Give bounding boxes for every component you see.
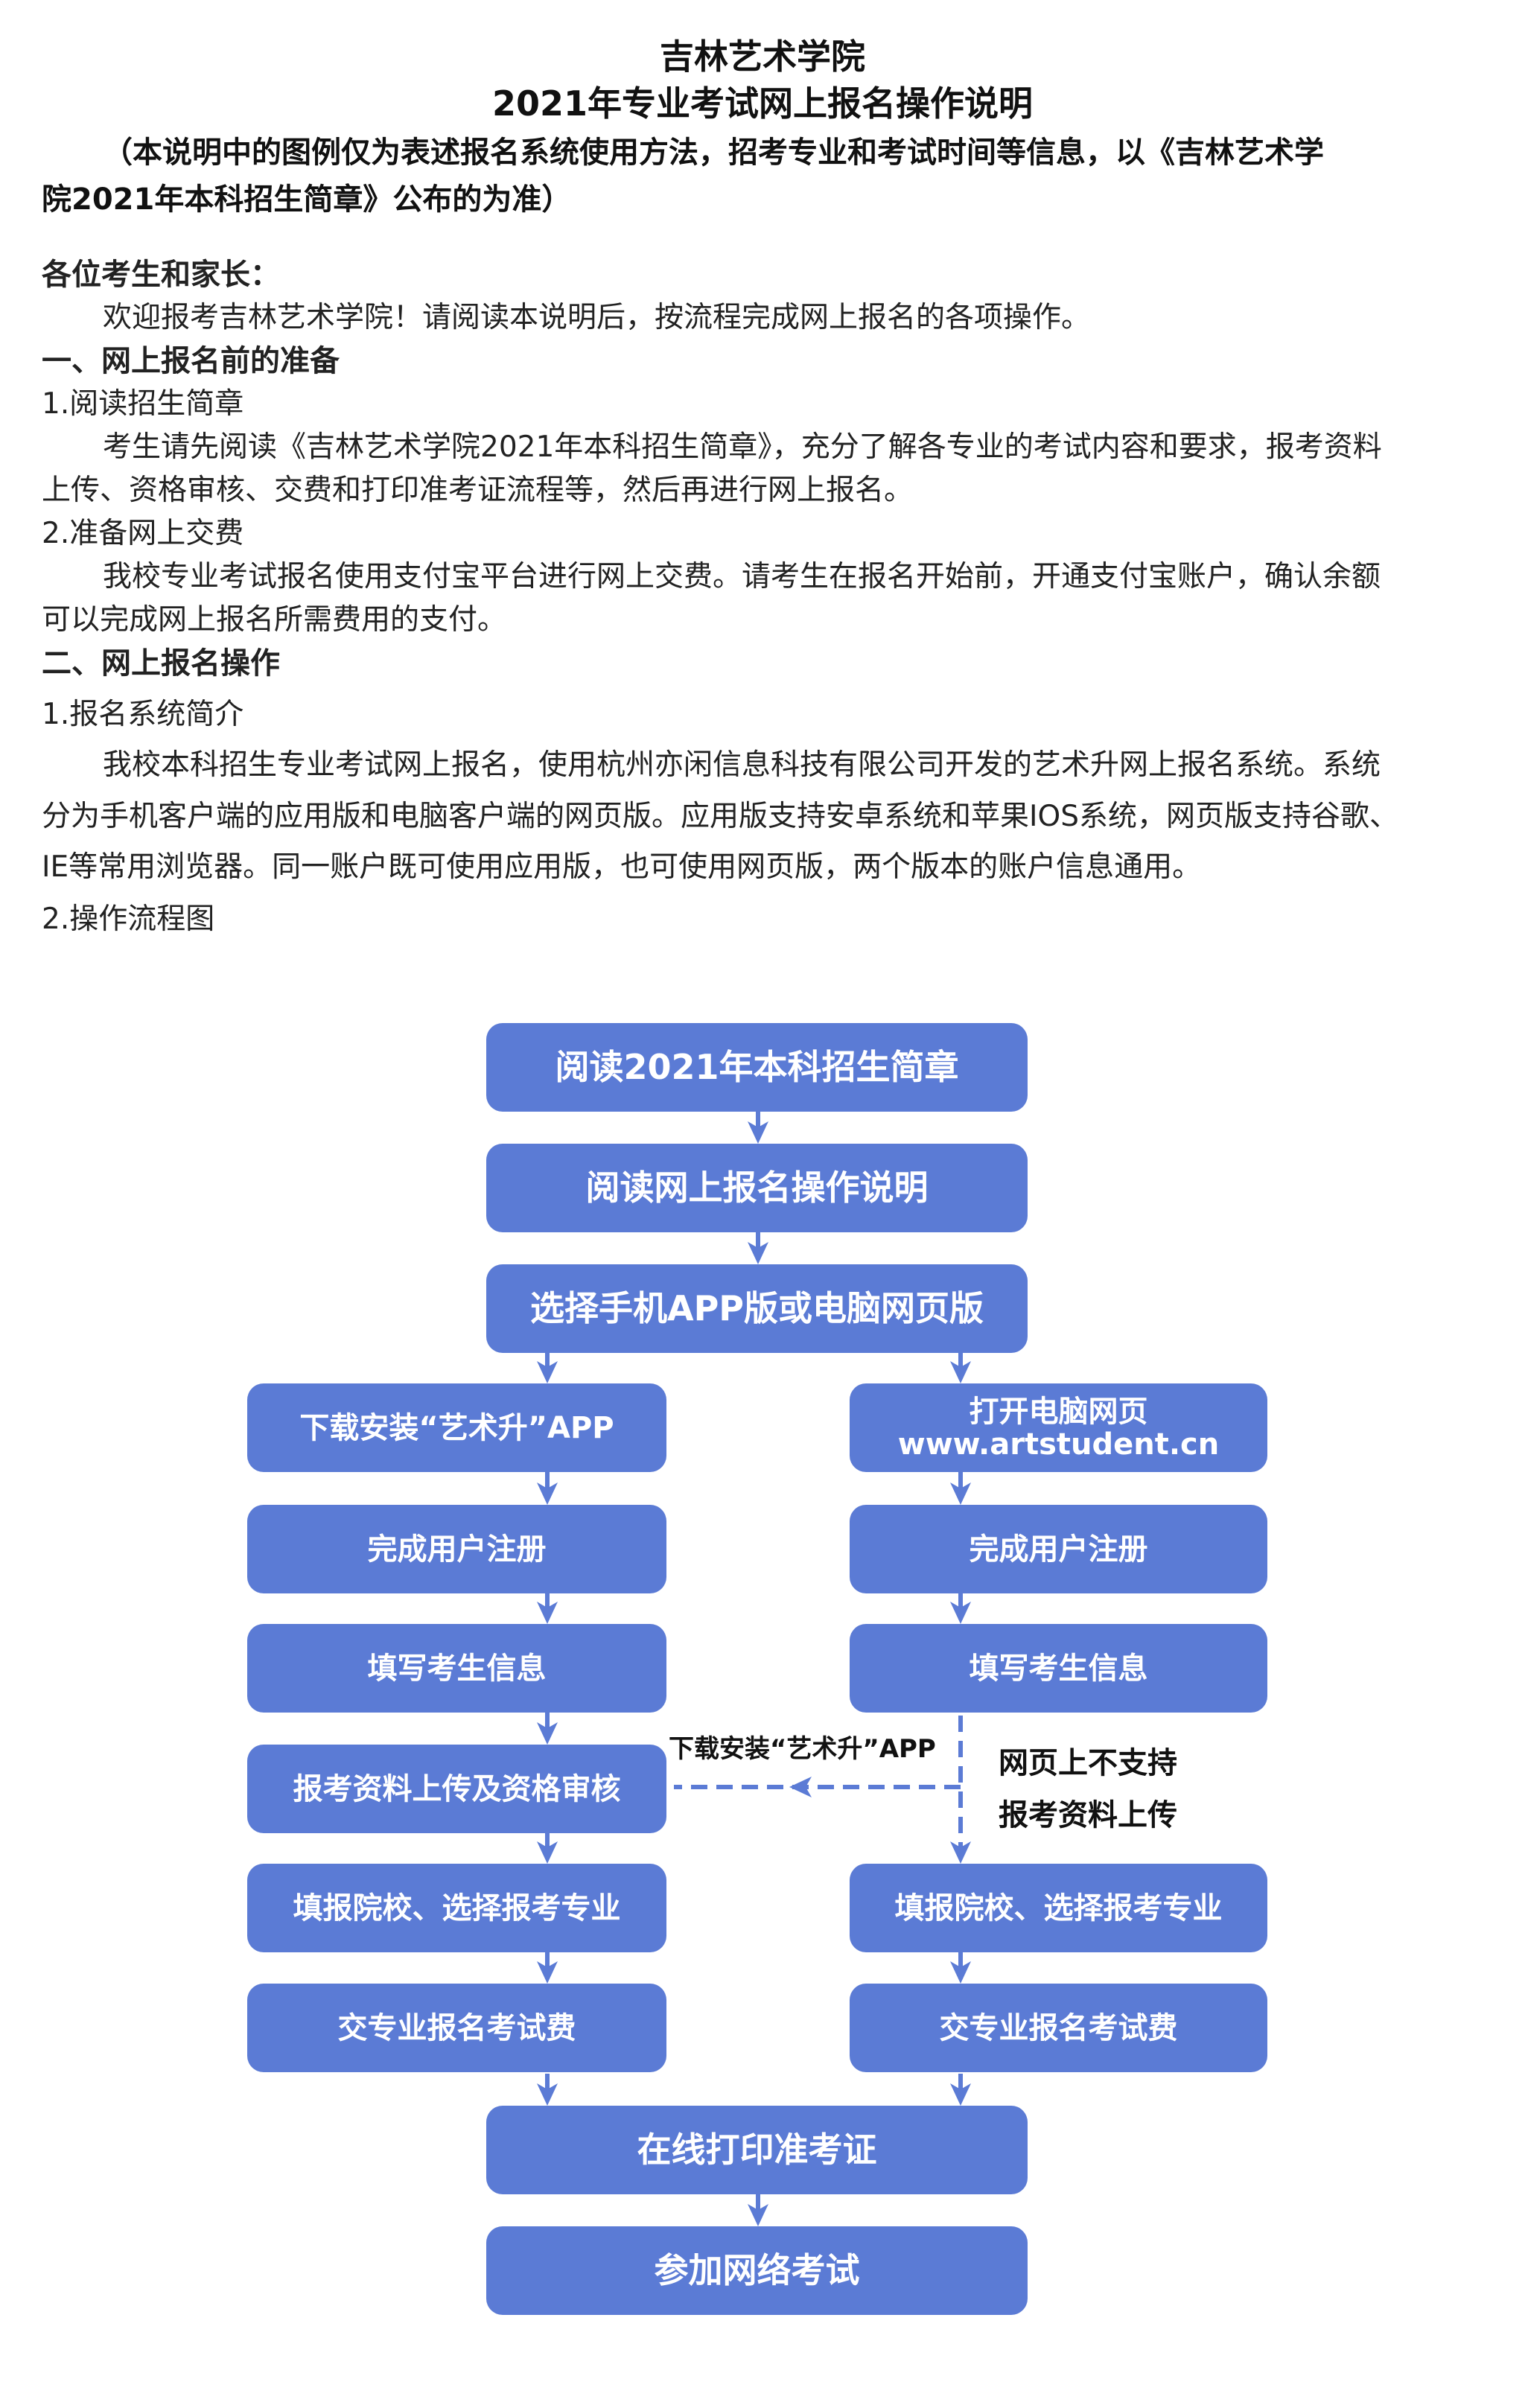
arrow-down-icon — [537, 1593, 558, 1624]
step-read-brochure: 阅读2021年本科招生简章 — [486, 1023, 1028, 1112]
app-step-download: 下载安装“艺术升”APP — [247, 1383, 666, 1472]
step-online-exam: 参加网络考试 — [486, 2226, 1028, 2315]
web-limitation-note-line1: 网页上不支持 — [999, 1746, 1177, 1780]
arrow-down-icon — [537, 2074, 558, 2106]
step-read-instructions: 阅读网上报名操作说明 — [486, 1144, 1028, 1232]
s1-item1-paragraph-1: 考生请先阅读《吉林艺术学院2021年本科招生简章》，充分了解各专业的考试内容和要… — [103, 430, 1382, 464]
arrow-down-icon — [950, 2074, 971, 2106]
s1-item2-heading: 2.准备网上交费 — [42, 517, 244, 550]
arrow-down-icon — [748, 1231, 768, 1264]
s2-item1-paragraph-3: IE等常用浏览器。同一账户既可使用应用版，也可使用网页版，两个版本的账户信息通用… — [42, 850, 1202, 884]
doc-title: 吉林艺术学院 — [660, 36, 865, 77]
section-1-heading: 一、网上报名前的准备 — [42, 344, 340, 378]
note-line-1: （本说明中的图例仅为表述报名系统使用方法，招考专业和考试时间等信息，以《吉林艺术… — [103, 136, 1324, 170]
welcome-text: 欢迎报考吉林艺术学院！请阅读本说明后，按流程完成网上报名的各项操作。 — [103, 301, 1091, 334]
arrow-down-icon — [950, 1593, 971, 1624]
dashed-arrow-label: 下载安装“艺术升”APP — [669, 1734, 936, 1764]
app-step-register: 完成用户注册 — [247, 1505, 666, 1593]
s2-item1-paragraph-1: 我校本科招生专业考试网上报名，使用杭州亦闲信息科技有限公司开发的艺术升网上报名系… — [103, 748, 1381, 782]
web-step-fill-info: 填写考生信息 — [850, 1624, 1267, 1713]
note-line-2: 院2021年本科招生简章》公布的为准） — [42, 182, 572, 217]
s2-item1-heading: 1.报名系统简介 — [42, 698, 244, 731]
app-step-fill-info: 填写考生信息 — [247, 1624, 666, 1713]
arrow-down-icon — [950, 1952, 971, 1984]
app-step-pay-fee: 交专业报名考试费 — [247, 1984, 666, 2072]
s1-item1-paragraph-2: 上传、资格审核、交费和打印准考证流程等，然后再进行网上报名。 — [42, 474, 914, 507]
dashed-arrow-down-icon — [950, 1716, 971, 1864]
arrow-down-icon — [950, 1471, 971, 1505]
app-step-upload-review: 报考资料上传及资格审核 — [247, 1745, 666, 1833]
web-step-pay-fee: 交专业报名考试费 — [850, 1984, 1267, 2072]
app-step-select-major: 填报院校、选择报考专业 — [247, 1864, 666, 1952]
arrow-down-icon — [950, 1351, 971, 1383]
s1-item2-paragraph-1: 我校专业考试报名使用支付宝平台进行网上交费。请考生在报名开始前，开通支付宝账户，… — [103, 560, 1381, 593]
s2-item1-paragraph-2: 分为手机客户端的应用版和电脑客户端的网页版。应用版支持安卓系统和苹果IOS系统，… — [42, 800, 1398, 833]
step-choose-version: 选择手机APP版或电脑网页版 — [486, 1264, 1028, 1353]
doc-subtitle: 2021年专业考试网上报名操作说明 — [491, 83, 1034, 124]
web-step-open-site: 打开电脑网页 www.artstudent.cn — [850, 1383, 1267, 1472]
arrow-down-icon — [537, 1952, 558, 1984]
arrow-down-icon — [537, 1351, 558, 1383]
arrow-down-icon — [748, 1112, 768, 1144]
step-print-ticket: 在线打印准考证 — [486, 2106, 1028, 2194]
arrow-down-icon — [537, 1833, 558, 1864]
arrow-down-icon — [537, 1713, 558, 1745]
arrow-down-icon — [748, 2193, 768, 2226]
web-step-select-major: 填报院校、选择报考专业 — [850, 1864, 1267, 1952]
section-2-heading: 二、网上报名操作 — [42, 646, 280, 681]
s1-item1-heading: 1.阅读招生简章 — [42, 387, 244, 421]
s2-item2-heading: 2.操作流程图 — [42, 902, 215, 936]
greeting: 各位考生和家长： — [42, 258, 280, 292]
web-step-register: 完成用户注册 — [850, 1505, 1267, 1593]
web-step-open-site-url: www.artstudent.cn — [897, 1427, 1220, 1462]
arrow-down-icon — [537, 1471, 558, 1505]
web-step-open-site-line1: 打开电脑网页 — [969, 1394, 1148, 1429]
web-limitation-note-line2: 报考资料上传 — [999, 1798, 1177, 1832]
s1-item2-paragraph-2: 可以完成网上报名所需费用的支付。 — [42, 603, 507, 637]
dashed-arrow-left-icon — [674, 1777, 961, 1797]
